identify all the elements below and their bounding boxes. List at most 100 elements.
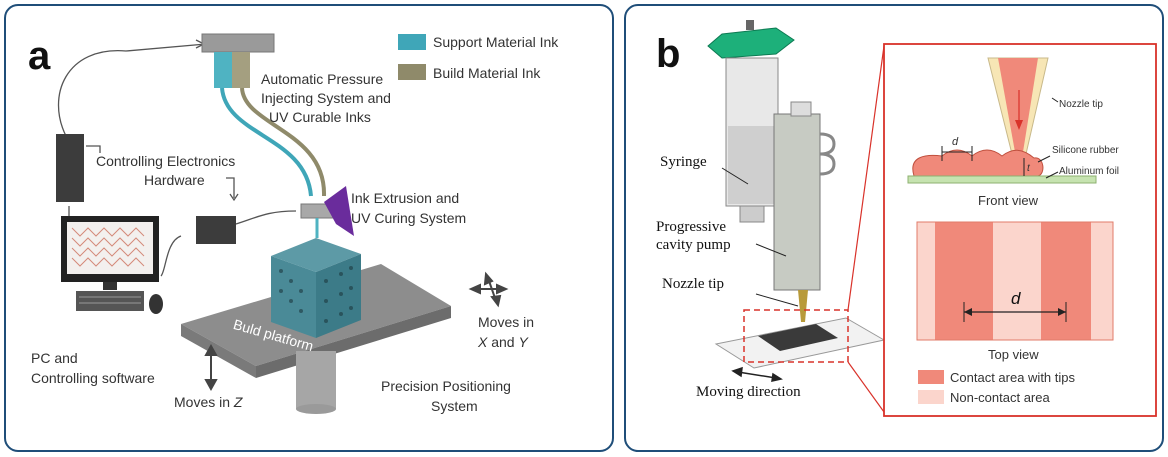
electronics-caption: Controlling Electronics Hardware (96, 152, 235, 190)
build-ink-cartridge (232, 52, 250, 88)
keyboard (76, 291, 144, 311)
electronics-line-2: Hardware (144, 172, 205, 188)
top-stripe-2 (935, 222, 993, 340)
pump-label-line-1: Progressive (656, 219, 726, 235)
legend-build-swatch (398, 64, 426, 80)
electronics-line-1: Controlling Electronics (96, 153, 236, 169)
monitor-stand (103, 282, 117, 290)
front-silicone-label: Silicone rubber (1052, 145, 1119, 156)
front-flow-arrow-head-icon (1015, 120, 1023, 130)
monitor-pattern (71, 227, 145, 267)
pump-fitting-1 (819, 132, 836, 156)
ink-extrusion-caption: Ink Extrusion and UV Curing System (351, 188, 466, 228)
auto-pressure-line-3: UV Curable Inks (269, 109, 371, 125)
panel-b-illustration (707, 20, 1157, 417)
panel-b: b Syringe Progressive cavity pump Nozzle… (624, 4, 1164, 452)
syringe-label: Syringe (660, 154, 707, 170)
syringe-pointer (721, 167, 749, 185)
keyboard-keys (79, 296, 141, 304)
hardware-arrow-head-icon (229, 193, 239, 202)
auto-pressure-line-1: Automatic Pressure (261, 71, 384, 87)
front-aluminum-foil (907, 175, 1097, 184)
front-nozzle-inner (998, 58, 1038, 152)
build-platform-edge-left (181, 324, 256, 378)
cable-box-to-pc (160, 235, 182, 277)
zoom-line-top (847, 45, 885, 311)
pc-line-2: Controlling software (31, 370, 155, 386)
build-ink-hose (240, 87, 327, 197)
legend-build-label: Build Material Ink (433, 65, 541, 81)
support-ink-hose (220, 87, 313, 197)
xy-movement-arrows-icon (468, 271, 509, 308)
top-stripe-3 (993, 222, 1015, 340)
nozzle (798, 290, 808, 322)
front-nozzle-tip-label: Nozzle tip (1059, 99, 1103, 110)
panel-a-label: a (28, 34, 51, 78)
nozzle-pointer (755, 293, 799, 307)
moves-xy-and: and (491, 334, 515, 350)
top-view-border (916, 221, 1114, 341)
front-silicone-beads (912, 149, 1044, 177)
top-view (916, 221, 1114, 341)
top-d-arrow-right-icon (1058, 308, 1066, 316)
panel-a: a Support Material Ink Build Material In… (4, 4, 614, 452)
precision-line-2: System (431, 398, 478, 414)
platform-column (296, 351, 336, 409)
uv-lamp (324, 186, 354, 236)
pc-caption: PC and Controlling software (31, 348, 155, 388)
moves-xy-caption: Moves in X and Y (478, 312, 534, 352)
top-stripe-4 (1015, 222, 1041, 340)
controller-box (196, 216, 236, 244)
z-movement-arrow-icon (204, 343, 218, 392)
moving-direction-label: Moving direction (696, 384, 801, 400)
precision-line-1: Precision Positioning (381, 378, 511, 394)
moves-z-caption: Moves in Z (174, 394, 242, 411)
printed-cube-right (316, 254, 361, 338)
pump-fitting-2 (819, 152, 836, 176)
front-view-caption: Front view (978, 193, 1038, 208)
legend-noncontact-swatch (918, 390, 944, 404)
top-view-caption: Top view (988, 347, 1039, 362)
moves-z-text: Moves in (174, 394, 231, 410)
pump-label: Progressive cavity pump (656, 218, 731, 254)
hardware-pointer-arrow (226, 177, 235, 198)
pump-label-line-2: cavity pump (656, 237, 731, 253)
top-stripe-5 (1041, 222, 1091, 340)
moves-xy-x: X (478, 334, 488, 350)
legend-contact-label: Contact area with tips (950, 370, 1076, 385)
legend-support-label: Support Material Ink (433, 34, 559, 50)
nozzle-tip-pointer (1051, 97, 1059, 103)
nozzle-tip-label: Nozzle tip (662, 276, 725, 292)
auto-pressure-caption: Automatic Pressure Injecting System and … (261, 70, 391, 127)
legend-support-swatch (398, 34, 426, 50)
silicone-pointer (1037, 155, 1051, 163)
moves-z-axis: Z (233, 394, 243, 410)
top-stripe-6 (1091, 222, 1113, 340)
mouse (149, 294, 163, 314)
moving-direction-arrow-icon (731, 366, 783, 382)
printed-cube-top (271, 238, 361, 272)
zoom-line-bottom (847, 361, 885, 413)
panel-a-illustration (56, 33, 509, 414)
support-ink-cartridge (214, 52, 232, 88)
printed-cube-texture (279, 266, 353, 323)
front-d-label: d (952, 136, 959, 148)
moves-xy-line-1: Moves in (478, 314, 535, 330)
injector-manifold (201, 33, 275, 53)
syringe-fluid (728, 126, 776, 204)
moves-xy-y: Y (518, 334, 528, 350)
front-t-label: t (1027, 163, 1030, 174)
ink-extrusion-line-1: Ink Extrusion and (351, 190, 460, 206)
cable-box-to-head (235, 210, 297, 225)
front-aluminum-label: Aluminum foil (1059, 166, 1120, 177)
electronics-pointer-arrow (86, 145, 101, 153)
top-d-arrow-left-icon (964, 308, 972, 316)
ink-extrusion-line-2: UV Curing System (351, 210, 467, 226)
pc-line-1: PC and (31, 350, 78, 366)
detail-region-box (743, 309, 849, 363)
precision-caption: Precision Positioning System (381, 376, 511, 416)
legend-noncontact-label: Non-contact area (950, 390, 1050, 405)
top-stripe-1 (917, 222, 935, 340)
pump-pointer (755, 243, 787, 257)
platform-column-base (296, 404, 336, 414)
